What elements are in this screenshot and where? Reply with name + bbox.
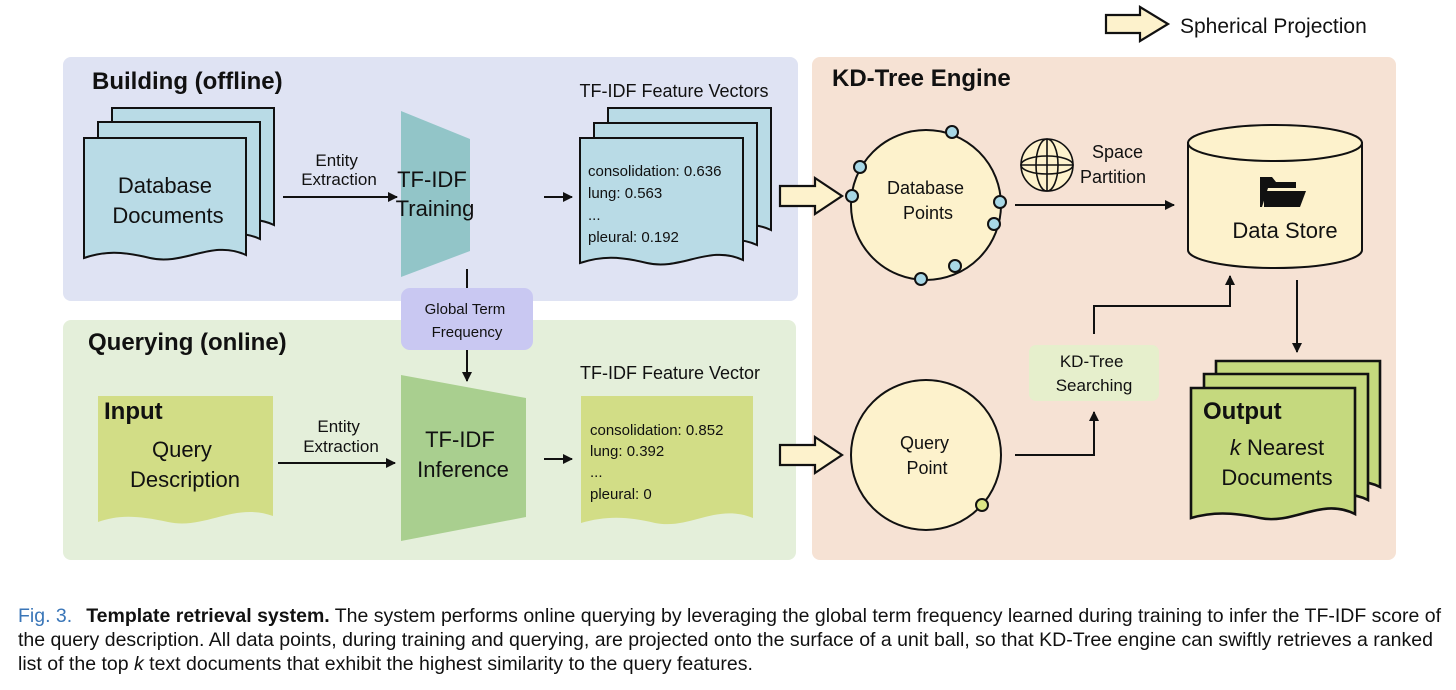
querying-title: Querying (online) bbox=[88, 329, 287, 356]
kdtree-title: KD-Tree Engine bbox=[832, 65, 1011, 92]
building-feature-line: consolidation: 0.636 bbox=[588, 163, 721, 180]
caption-k: k bbox=[133, 653, 144, 675]
building-projection-arrow-icon bbox=[778, 175, 844, 217]
query-description-doc bbox=[98, 396, 273, 524]
figure-caption: Fig. 3. Template retrieval system. The sy… bbox=[18, 604, 1448, 676]
building-title: Building (offline) bbox=[92, 68, 283, 95]
output-label: Output bbox=[1203, 398, 1282, 425]
global-term-frequency-box bbox=[401, 288, 533, 350]
output-documents-stack bbox=[1189, 359, 1382, 521]
tfidf-inference-block bbox=[401, 375, 526, 541]
query-point-label: Query Point bbox=[900, 433, 954, 478]
k-nearest-label: k Nearest bbox=[1230, 435, 1324, 460]
input-label: Input bbox=[104, 398, 163, 425]
tfidf-training-block bbox=[401, 111, 470, 277]
globe-icon bbox=[1020, 138, 1074, 192]
building-feature-line: pleural: 0.192 bbox=[588, 229, 679, 246]
query-feature-line: pleural: 0 bbox=[590, 486, 652, 503]
database-documents-label: Database Documents bbox=[112, 173, 223, 228]
global-term-frequency-label: Global Term Frequency bbox=[425, 301, 510, 341]
spherical-projection-arrow-icon bbox=[1104, 5, 1171, 43]
query-feature-vector-title: TF-IDF Feature Vector bbox=[580, 363, 760, 383]
searching-to-store-arrow bbox=[1093, 275, 1235, 334]
caption-title: Template retrieval system. bbox=[86, 605, 330, 627]
query-feature-line: consolidation: 0.852 bbox=[590, 422, 723, 439]
figure-number: Fig. 3. bbox=[18, 605, 73, 627]
space-partition-label: Space Partition bbox=[1080, 142, 1148, 187]
retrieval-diagram: Spherical Projection Building (offline) … bbox=[63, 5, 1396, 560]
query-entity-extraction-label: Entity Extraction bbox=[303, 417, 379, 456]
query-point-circle bbox=[850, 379, 1002, 531]
tfidf-inference-label: TF-IDF Inference bbox=[417, 427, 509, 482]
database-documents-stack bbox=[83, 107, 275, 261]
building-feature-line: ... bbox=[588, 207, 601, 224]
database-points-label: Database Points bbox=[887, 178, 969, 223]
query-description-label: Query Description bbox=[130, 437, 240, 492]
tfidf-training-label: TF-IDF Training bbox=[396, 167, 475, 221]
data-store-label: Data Store bbox=[1232, 218, 1337, 243]
output-documents-label: Documents bbox=[1221, 465, 1332, 490]
query-to-searching-arrow bbox=[1015, 411, 1099, 456]
query-feature-vector-doc bbox=[581, 396, 753, 525]
legend-label: Spherical Projection bbox=[1180, 15, 1367, 38]
building-entity-extraction-label: Entity Extraction bbox=[301, 151, 377, 189]
kdtree-searching-label: KD-Tree Searching bbox=[1056, 352, 1133, 395]
query-feature-line: lung: 0.392 bbox=[590, 443, 664, 460]
query-projection-arrow-icon bbox=[778, 434, 844, 476]
feature-vectors-stack bbox=[579, 107, 772, 266]
caption-text: The system performs online querying by l… bbox=[18, 605, 1442, 675]
caption-text-end: text documents that exhibit the highest … bbox=[143, 653, 753, 675]
building-feature-vectors-title: TF-IDF Feature Vectors bbox=[579, 81, 768, 101]
building-feature-line: lung: 0.563 bbox=[588, 185, 662, 202]
query-feature-line: ... bbox=[590, 464, 603, 481]
database-point-markers bbox=[845, 125, 1007, 286]
kdtree-searching-box bbox=[1029, 345, 1159, 401]
folder-icon bbox=[1260, 177, 1306, 207]
query-point-marker bbox=[975, 498, 989, 512]
